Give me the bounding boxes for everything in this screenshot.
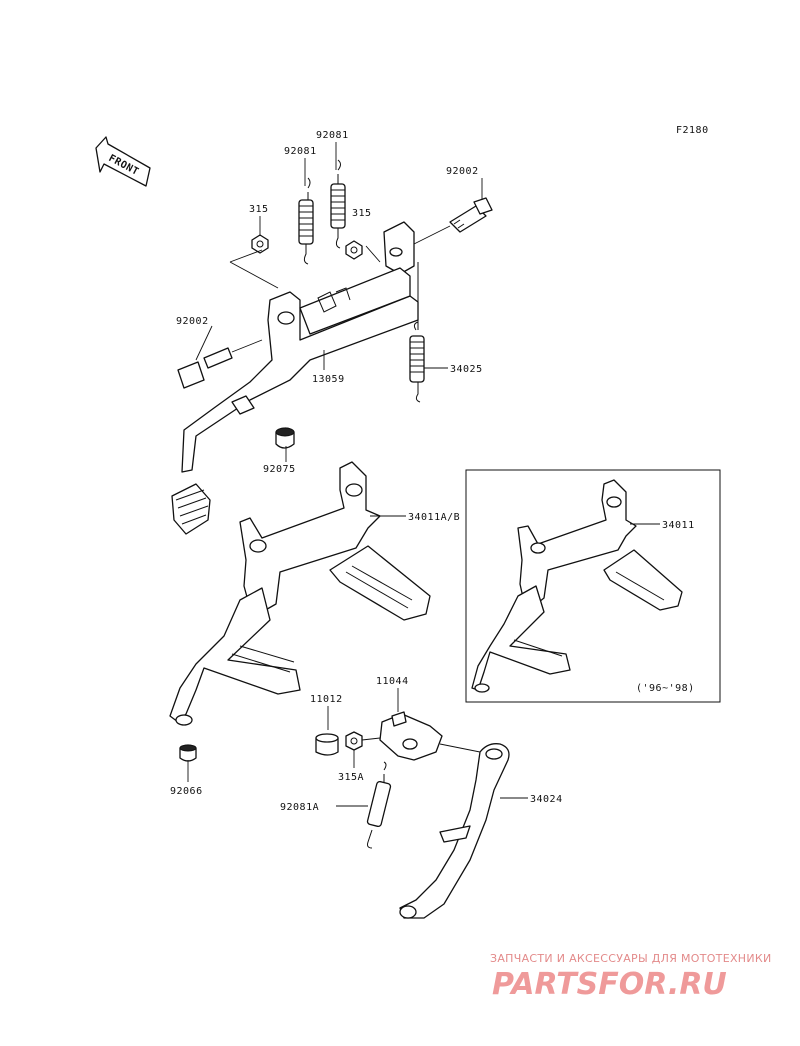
inset-years: ('96~'98) [636, 683, 695, 694]
label-92081-upper: 92081 [316, 130, 349, 141]
label-315-right: 315 [352, 208, 372, 219]
label-92081-left: 92081 [284, 146, 317, 157]
spring-92081-upper [330, 159, 346, 249]
label-92081A: 92081A [280, 802, 319, 813]
main-stand-34011AB [169, 461, 431, 726]
label-315A: 315A [338, 772, 364, 783]
bolt-92002-left [177, 339, 263, 389]
brake-pedal [171, 221, 419, 535]
label-92002-left: 92002 [176, 316, 209, 327]
label-315-left: 315 [249, 204, 269, 215]
spring-92081-left [298, 177, 314, 265]
nut-315-right [345, 240, 363, 260]
main-stand-34011-inset [471, 479, 683, 693]
bracket-11044 [379, 711, 443, 761]
label-13059: 13059 [312, 374, 345, 385]
side-stand-34024 [399, 743, 510, 919]
label-92002-right: 92002 [446, 166, 479, 177]
watermark-tagline: ЗАПЧАСТИ И АКСЕССУАРЫ ДЛЯ МОТОТЕХНИКИ [490, 952, 772, 965]
collar-11012 [315, 733, 339, 756]
nut-315A [345, 731, 363, 751]
watermark-logo: PARTSFOR.RU [492, 967, 727, 1002]
spring-34025 [409, 262, 425, 403]
label-34011: 34011 [662, 520, 695, 531]
label-92075: 92075 [263, 464, 296, 475]
label-11044: 11044 [376, 676, 409, 687]
label-34024: 34024 [530, 794, 563, 805]
label-34011AB: 34011A/B [408, 512, 460, 523]
front-arrow-icon: FRONT [95, 136, 151, 187]
spring-92081A [366, 761, 392, 849]
cap-92066 [179, 744, 197, 762]
inset-frame [465, 469, 721, 703]
label-92066: 92066 [170, 786, 203, 797]
figure-code: F2180 [676, 125, 709, 136]
cap-92075 [275, 427, 295, 449]
label-11012: 11012 [310, 694, 343, 705]
label-34025: 34025 [450, 364, 483, 375]
bolt-92002-right [409, 197, 493, 247]
